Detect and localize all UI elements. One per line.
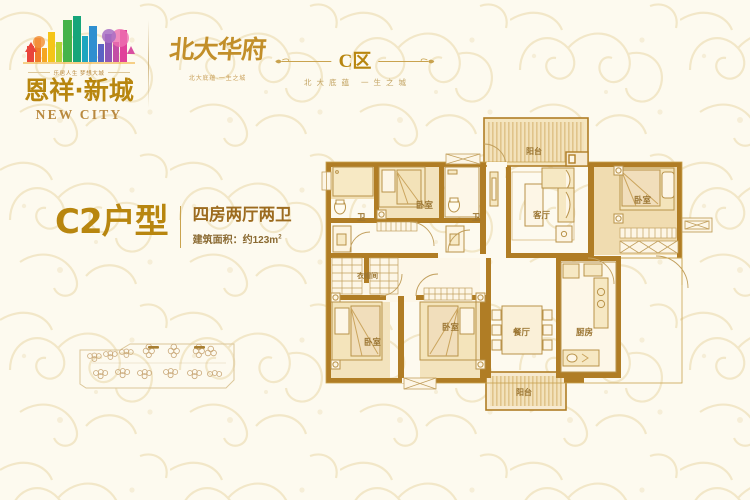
wardrobe-hatch-2 xyxy=(423,287,473,301)
living-room-furniture xyxy=(489,167,575,243)
outer-outline xyxy=(621,257,683,285)
bedroom-4-furniture xyxy=(419,292,486,370)
room-configuration: 四房两厅两卫 xyxy=(192,205,292,224)
bay-window-master xyxy=(619,240,679,254)
logo-rule-left xyxy=(27,71,50,73)
flourish-right-icon xyxy=(378,58,435,64)
bathroom-1-fixtures xyxy=(332,166,374,253)
district-subtitle: 北大底蕴 一生之城 xyxy=(303,78,412,87)
room-label-closet: 衣帽间 xyxy=(357,271,378,280)
area-value: 约123m xyxy=(242,235,279,247)
room-label-balcony-south: 阳台 xyxy=(516,387,532,397)
room-label-bath-2: 卫 xyxy=(472,213,481,223)
room-label-kitchen: 厨房 xyxy=(576,327,593,338)
brand-logo: 北大华府 北大底蕴·一生之城 xyxy=(165,30,270,82)
master-bedroom-furniture xyxy=(613,165,675,224)
balcony-south xyxy=(485,371,567,411)
logo-name-cn: 恩祥·新城 xyxy=(24,76,134,105)
dining-furniture xyxy=(491,305,553,355)
wardrobe-hatch-master xyxy=(619,227,677,239)
windows xyxy=(321,153,481,390)
room-label-balcony-north: 阳台 xyxy=(526,146,542,156)
bay-window-right xyxy=(681,217,713,233)
room-label-dining: 餐厅 xyxy=(512,327,531,338)
balcony-north-side xyxy=(565,151,589,167)
city-skyline-icon xyxy=(23,16,135,64)
room-label-bedroom-2: 卧室 xyxy=(416,200,434,211)
room-label-bedroom-4: 卧室 xyxy=(442,322,460,333)
district-label: C区 北大底蕴 一生之城 xyxy=(272,52,438,88)
area-unit: 2 xyxy=(278,234,282,241)
bathroom-2-fixtures xyxy=(444,166,480,253)
logo-name-en: NEW CITY xyxy=(35,107,123,123)
landscape-garden-plan xyxy=(78,318,238,390)
interior-walls xyxy=(331,162,594,382)
kitchen-fixtures xyxy=(560,261,617,373)
logo-rule-right xyxy=(108,71,131,73)
area-label: 建筑面积： xyxy=(192,235,243,247)
building-area: 建筑面积：约123m2 xyxy=(193,231,292,246)
title-separator xyxy=(179,206,181,248)
flourish-left-icon xyxy=(275,58,332,64)
brand-name-cn: 北大华府 xyxy=(168,35,267,64)
door-swings xyxy=(349,143,689,297)
bedroom-3-furniture xyxy=(330,292,383,370)
closet-shelving xyxy=(331,257,399,295)
brand-subtitle: 北大底蕴·一生之城 xyxy=(188,76,247,82)
room-label-bath-1: 卫 xyxy=(357,213,366,223)
bedroom-2-furniture xyxy=(376,166,426,220)
logo-tagline: 乐居人生 梦想大城 xyxy=(53,71,105,77)
room-label-living: 客厅 xyxy=(532,210,551,221)
unit-title-block: C2户型 四房两厅两卫 建筑面积：约123m2 xyxy=(55,205,292,248)
room-label-bedroom-3: 卧室 xyxy=(364,337,382,348)
wardrobe-hatch-1 xyxy=(376,221,418,232)
floorplan-drawing: 卫 卧室 卫 xyxy=(320,110,720,420)
company-logo: 乐居人生 梦想大城 恩祥·新城 NEW CITY xyxy=(18,12,140,122)
room-label-bedroom-1: 卧室 xyxy=(634,195,652,206)
header-divider xyxy=(148,20,149,108)
page-header: 乐居人生 梦想大城 恩祥·新城 NEW CITY 北大华府 北大底蕴·一生之城 … xyxy=(0,0,750,125)
unit-type-title: C2户型 xyxy=(55,202,169,242)
district-name: C区 xyxy=(338,51,372,72)
